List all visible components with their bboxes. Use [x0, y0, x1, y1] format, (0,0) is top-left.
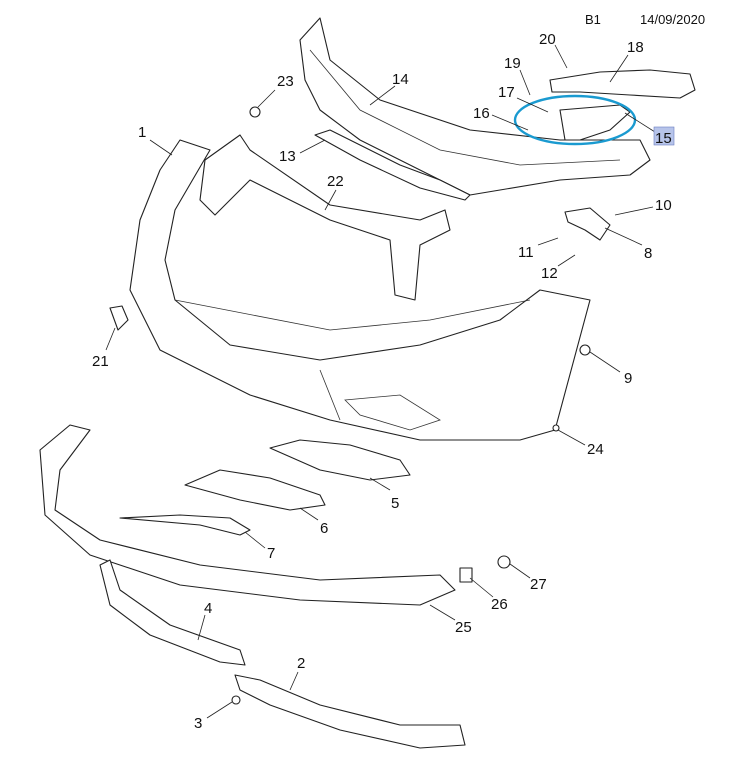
highlight-label-bg	[653, 126, 675, 146]
part-8-bracket[interactable]	[564, 207, 611, 241]
part-23-clip[interactable]	[249, 106, 261, 118]
part-15-bracket[interactable]	[559, 104, 631, 141]
page-code: B1	[585, 12, 601, 27]
callout-22[interactable]: 22	[327, 173, 344, 190]
highlight-ring	[513, 94, 637, 146]
callout-8[interactable]: 8	[644, 245, 652, 262]
callout-15[interactable]: 15	[655, 130, 672, 147]
callout-20[interactable]: 20	[539, 31, 556, 48]
callouts: 1 2 3 4 5 6 7 8 9 10 11 12 13 14 15 16 1…	[92, 31, 672, 732]
diagram-date: 14/09/2020	[640, 12, 705, 27]
callout-10[interactable]: 10	[655, 197, 672, 214]
part-5-grille[interactable]	[269, 439, 411, 481]
part-21-clip[interactable]	[109, 305, 129, 331]
callout-1[interactable]: 1	[138, 124, 146, 141]
callout-26[interactable]: 26	[491, 596, 508, 613]
callout-19[interactable]: 19	[504, 55, 521, 72]
callout-25[interactable]: 25	[455, 619, 472, 636]
part-27-screw[interactable]	[497, 555, 511, 569]
callout-7[interactable]: 7	[267, 545, 275, 562]
part-1-bumper-cover[interactable]	[129, 139, 591, 441]
callout-3[interactable]: 3	[194, 715, 202, 732]
part-2-deflector[interactable]	[234, 674, 466, 749]
part-6-grille[interactable]	[184, 469, 326, 511]
callout-5[interactable]: 5	[391, 495, 399, 512]
part-13-strip[interactable]	[314, 129, 471, 201]
leader-lines	[105, 44, 656, 719]
part-14-upper-bar[interactable]	[299, 17, 651, 196]
callout-6[interactable]: 6	[320, 520, 328, 537]
part-25-spoiler[interactable]	[39, 424, 456, 606]
callout-24[interactable]: 24	[587, 441, 604, 458]
part-18-bracket[interactable]	[549, 69, 696, 99]
part-7-trim[interactable]	[119, 514, 251, 536]
callout-16[interactable]: 16	[473, 105, 490, 122]
callout-17[interactable]: 17	[498, 84, 515, 101]
callout-18[interactable]: 18	[627, 39, 644, 56]
part-9-bolt[interactable]	[579, 344, 591, 356]
callout-2[interactable]: 2	[297, 655, 305, 672]
callout-27[interactable]: 27	[530, 576, 547, 593]
part-4-deflector[interactable]	[99, 559, 246, 666]
part-24-clip[interactable]	[552, 424, 560, 432]
part-26-nut[interactable]	[459, 567, 473, 583]
callout-13[interactable]: 13	[279, 148, 296, 165]
callout-11[interactable]: 11	[518, 244, 534, 261]
callout-4[interactable]: 4	[204, 600, 212, 617]
callout-14[interactable]: 14	[392, 71, 409, 88]
callout-23[interactable]: 23	[277, 73, 294, 90]
callout-21[interactable]: 21	[92, 353, 109, 370]
part-3-clip[interactable]	[231, 695, 241, 705]
callout-9[interactable]: 9	[624, 370, 632, 387]
part-22-retainer[interactable]	[199, 134, 451, 301]
callout-12[interactable]: 12	[541, 265, 558, 282]
